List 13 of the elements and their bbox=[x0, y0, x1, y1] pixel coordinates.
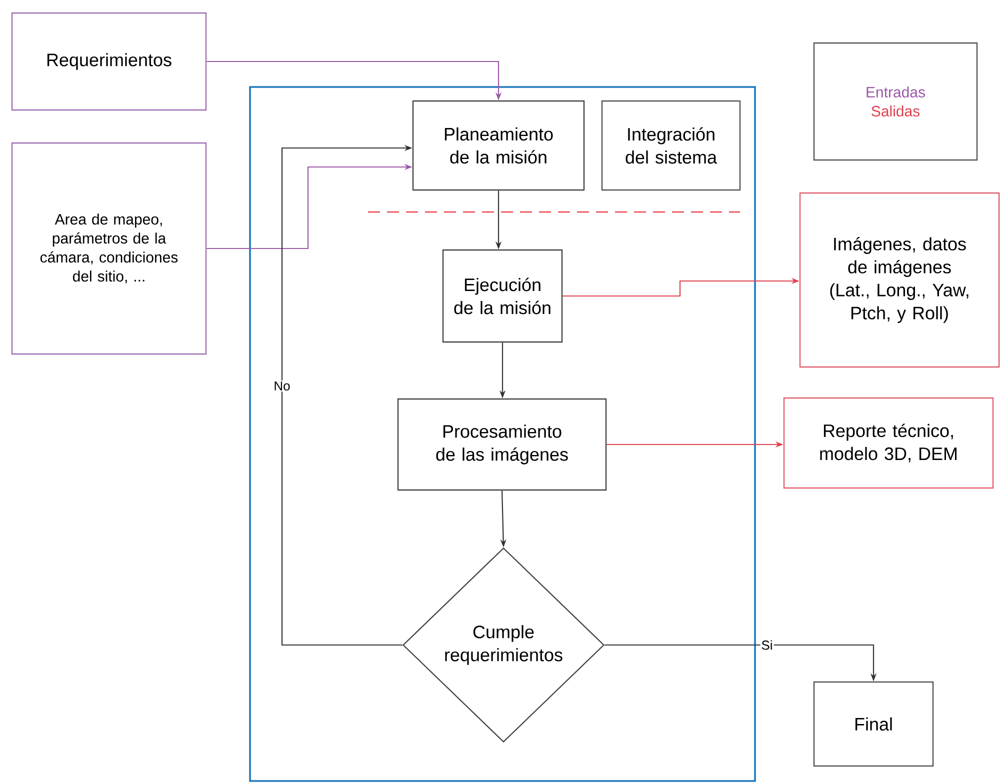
process-box: Area de mapeo, parámetros de la cámara, condiciones del sitio, ... bbox=[11, 142, 207, 355]
process-box: Planeamiento de la misión bbox=[412, 100, 585, 191]
edge-label: Si bbox=[760, 639, 774, 651]
process-box: Ejecución de la misión bbox=[442, 249, 563, 343]
process-box: Integración del sistema bbox=[601, 100, 741, 191]
process-box: Requerimientos bbox=[11, 12, 207, 111]
process-box: Reporte técnico, modelo 3D, DEM bbox=[783, 397, 994, 489]
process-box: Imágenes, datos de imágenes (Lat., Long., Yaw, Ptch, y Roll) bbox=[799, 192, 1000, 368]
process-box: Final bbox=[813, 681, 934, 767]
process-box: Procesamiento de las imágenes bbox=[397, 398, 607, 491]
edge-label: No bbox=[272, 380, 292, 392]
key-box: Entradas Salidas bbox=[813, 42, 978, 161]
container-box bbox=[249, 86, 756, 782]
